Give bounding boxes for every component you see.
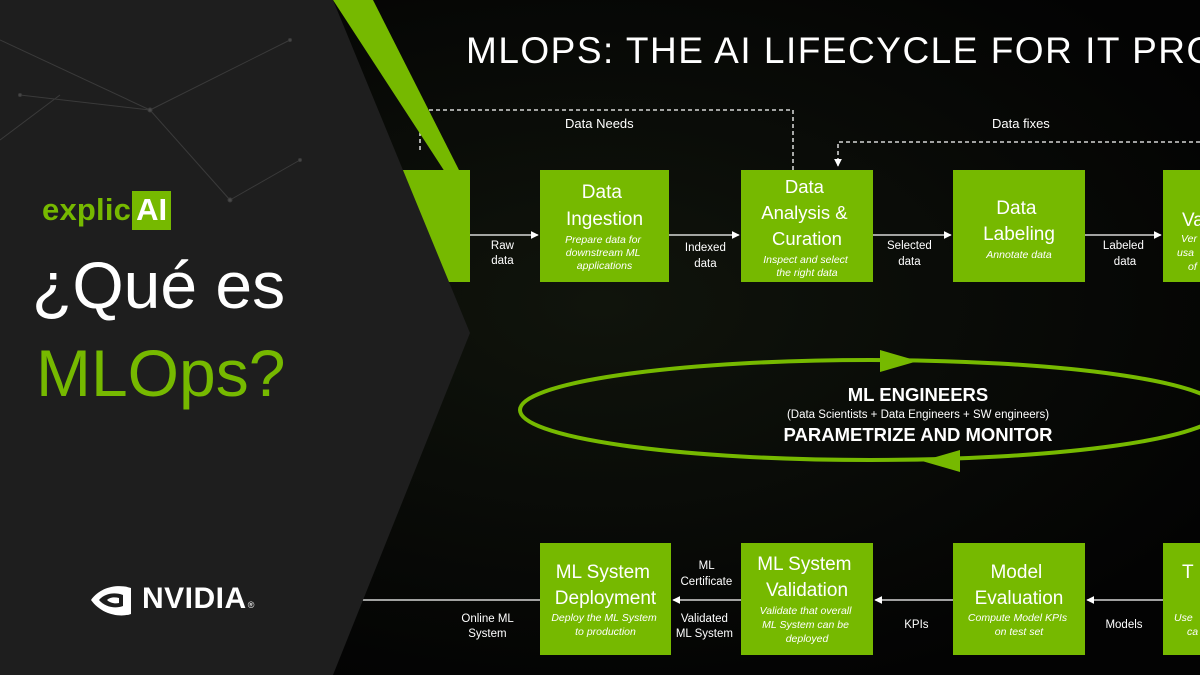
online-system-label: Online ML — [461, 613, 514, 625]
data-labeling-desc: Annotate data — [985, 249, 1052, 261]
data-analysis-title: Analysis & — [761, 202, 848, 223]
svg-text:T: T — [1182, 562, 1194, 583]
validation-partial-desc: Ver — [1181, 233, 1197, 245]
labeled-data-label: data — [1114, 256, 1137, 268]
ml-engineers-subtitle: (Data Scientists + Data Engineers + SW e… — [787, 409, 1049, 421]
selected-data-label: Selected — [887, 240, 932, 252]
data-ingestion-desc: Prepare data for — [565, 234, 641, 246]
svg-text:Model Evaluation: Model Evaluation — [975, 562, 1064, 609]
training-partial-box: T Use ca — [1163, 543, 1200, 655]
nvidia-eye-icon — [91, 586, 131, 616]
svg-text:Deploy the ML System t: Deploy the ML System to production — [551, 612, 659, 638]
validation-partial-box: Va Ver usa of — [1163, 170, 1200, 282]
data-ingestion-title: Ingestion — [566, 209, 643, 230]
svg-text:Data Ingestion: Data Ingestion — [566, 182, 643, 230]
ml-system-deployment-box: ML System Deployment Deploy the ML Syste… — [540, 543, 671, 655]
data-ingestion-box: Data Ingestion Prepare data for downstre… — [540, 170, 669, 282]
svg-text:Data Analysis &: Data Analysis & Curation — [761, 176, 853, 249]
validated-system-label: Validated — [681, 613, 728, 625]
deployment-title: ML System — [556, 562, 650, 583]
deployment-title: Deployment — [555, 588, 657, 609]
loop-arrowhead-right — [880, 350, 918, 372]
data-ingestion-desc: downstream ML — [566, 247, 641, 259]
svg-text:Va: Va — [1182, 210, 1200, 231]
training-partial-title: T — [1182, 562, 1194, 583]
online-system-label: System — [468, 628, 506, 640]
validation-title: Validation — [766, 580, 848, 601]
data-fixes-label: Data fixes — [992, 116, 1050, 131]
validation-partial-title: Va — [1182, 210, 1200, 231]
svg-text:Inspect and select the: Inspect and select the right data — [763, 254, 851, 279]
model-evaluation-box: Model Evaluation Compute Model KPIs on t… — [953, 543, 1085, 655]
validation-title: ML System — [757, 554, 851, 575]
svg-text:Raw data Indexed: Raw data Indexed data Selected data Labe… — [491, 240, 1147, 270]
validation-desc: deployed — [786, 633, 830, 645]
svg-text:Data Labeling: Data Labeling — [983, 198, 1055, 245]
loop-arrowhead-left — [922, 450, 960, 472]
data-ingestion-desc: applications — [577, 260, 633, 272]
labeled-data-label: Labeled — [1103, 240, 1144, 252]
validation-partial-desc: of — [1188, 261, 1198, 273]
raw-data-label: data — [491, 255, 514, 267]
models-label: Models — [1105, 619, 1142, 631]
svg-text:Ver usa of: Ver usa of — [1177, 233, 1200, 273]
data-ingestion-title: Data — [582, 182, 623, 203]
validation-desc: Validate that overall — [760, 605, 853, 617]
indexed-data-label: data — [694, 258, 717, 270]
data-analysis-title: Curation — [772, 228, 842, 249]
data-needs-label: Data Needs — [565, 116, 634, 131]
raw-data-label: Raw — [491, 240, 515, 252]
data-analysis-desc: the right data — [776, 267, 837, 279]
left-dark-panel — [0, 0, 470, 675]
training-partial-desc: ca — [1187, 626, 1198, 638]
data-analysis-desc: Inspect and select — [763, 254, 849, 266]
ml-system-validation-box: ML System Validation Validate that overa… — [741, 543, 873, 655]
deployment-desc: to production — [575, 626, 636, 638]
ml-certificate-label: Certificate — [681, 576, 733, 588]
parametrize-monitor-label: PARAMETRIZE AND MONITOR — [784, 424, 1053, 445]
evaluation-title: Evaluation — [975, 588, 1064, 609]
svg-text:Compute Model KPIs on: Compute Model KPIs on test set — [968, 612, 1070, 638]
validation-desc: ML System can be — [762, 619, 849, 631]
training-partial-desc: Use — [1174, 612, 1193, 624]
selected-data-label: data — [898, 256, 921, 268]
validated-system-label: ML System — [676, 628, 733, 640]
data-needs-loop — [419, 109, 794, 170]
data-fixes-loop — [834, 141, 1200, 167]
svg-text:Validate that overall: Validate that overall ML System can be d… — [760, 605, 855, 645]
diagram-title: MLOPS: THE AI LIFECYCLE FOR IT PRO — [466, 30, 1200, 71]
svg-text:Online ML System M: Online ML System ML Certificate Validate… — [461, 560, 1142, 640]
data-labeling-box: Data Labeling Annotate data — [953, 170, 1085, 282]
svg-text:Annotate data: Annotate data — [985, 249, 1052, 261]
ml-engineers-title: ML ENGINEERS — [848, 384, 988, 405]
deployment-desc: Deploy the ML System — [551, 612, 657, 624]
svg-text:ML System Deployment: ML System Deployment — [555, 562, 657, 609]
ml-certificate-label: ML — [699, 560, 716, 572]
svg-text:Use ca: Use ca — [1174, 612, 1198, 638]
validation-partial-desc: usa — [1177, 247, 1194, 259]
data-labeling-title: Labeling — [983, 224, 1055, 245]
evaluation-desc: Compute Model KPIs — [968, 612, 1068, 624]
kpis-label: KPIs — [904, 619, 929, 631]
green-stripe — [333, 0, 460, 172]
evaluation-title: Model — [990, 562, 1042, 583]
network-decoration — [0, 38, 302, 203]
data-labeling-title: Data — [996, 198, 1037, 219]
evaluation-desc: on test set — [995, 626, 1045, 638]
data-analysis-box: Data Analysis & Curation Inspect and sel… — [741, 170, 873, 282]
data-analysis-title: Data — [785, 176, 825, 197]
engineer-loop-ellipse — [518, 358, 1200, 462]
indexed-data-label: Indexed — [685, 242, 726, 254]
svg-text:ML System Validation: ML System Validation — [757, 554, 857, 601]
svg-text:Prepare data for downs: Prepare data for downstream ML applicati… — [565, 234, 644, 272]
